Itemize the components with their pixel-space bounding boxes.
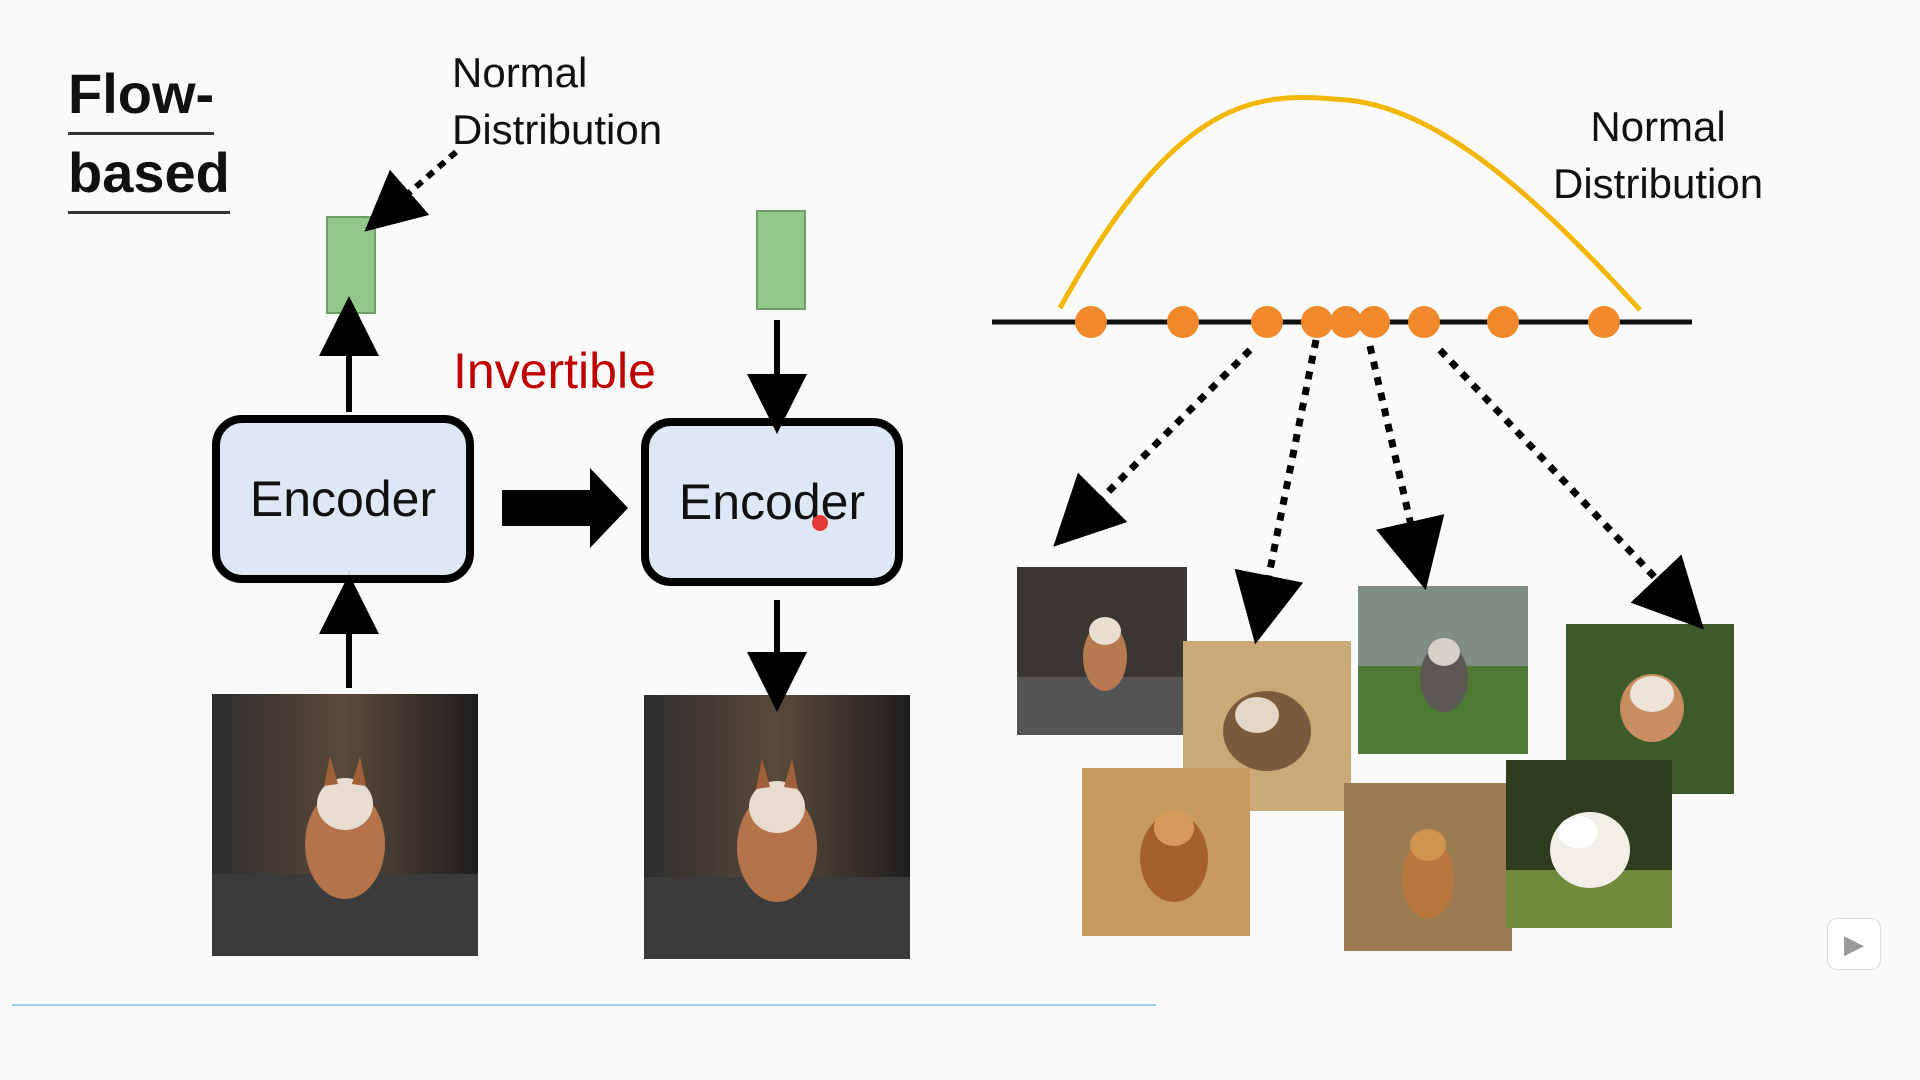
sample-point <box>1075 306 1107 338</box>
play-icon[interactable]: ▶ <box>1827 918 1881 970</box>
encoder-left: Encoder <box>212 415 474 583</box>
sample-point <box>1358 306 1390 338</box>
sample-point <box>1167 306 1199 338</box>
sample-image-3 <box>1358 586 1528 754</box>
sample-image-1 <box>1017 567 1187 735</box>
latent-vector-right <box>756 210 806 310</box>
sample-points <box>1075 306 1620 338</box>
sample-image-7 <box>1506 760 1672 928</box>
arrow-dotted-to-latent <box>364 149 458 232</box>
title-line-2: based <box>68 135 230 214</box>
output-dog-image <box>644 695 910 959</box>
normal-curve <box>1057 95 1642 312</box>
normal-distribution-label-right: Normal Distribution <box>1553 103 1764 207</box>
sample-point <box>1301 306 1333 338</box>
title-line-1: Flow- <box>68 56 215 135</box>
presenter-pointer <box>812 515 828 531</box>
invertible-label: Invertible <box>453 343 656 399</box>
sample-point <box>1588 306 1620 338</box>
sample-image-6 <box>1344 783 1512 951</box>
slide-title: Flow- based <box>68 56 230 214</box>
sample-point <box>1487 306 1519 338</box>
sample-point <box>1408 306 1440 338</box>
sample-point <box>1251 306 1283 338</box>
sample-image-5 <box>1082 768 1250 936</box>
input-dog-image <box>212 694 478 956</box>
progress-bar[interactable] <box>12 1004 1156 1006</box>
arrow-sample-2 <box>1234 339 1320 645</box>
big-transform-arrow <box>502 468 628 548</box>
sample-point <box>1330 306 1362 338</box>
arrow-sample-3 <box>1366 345 1445 591</box>
normal-distribution-label-left: Normal Distribution <box>452 49 663 153</box>
arrow-sample-1 <box>1053 347 1253 547</box>
arrow-sample-4 <box>1437 347 1705 630</box>
